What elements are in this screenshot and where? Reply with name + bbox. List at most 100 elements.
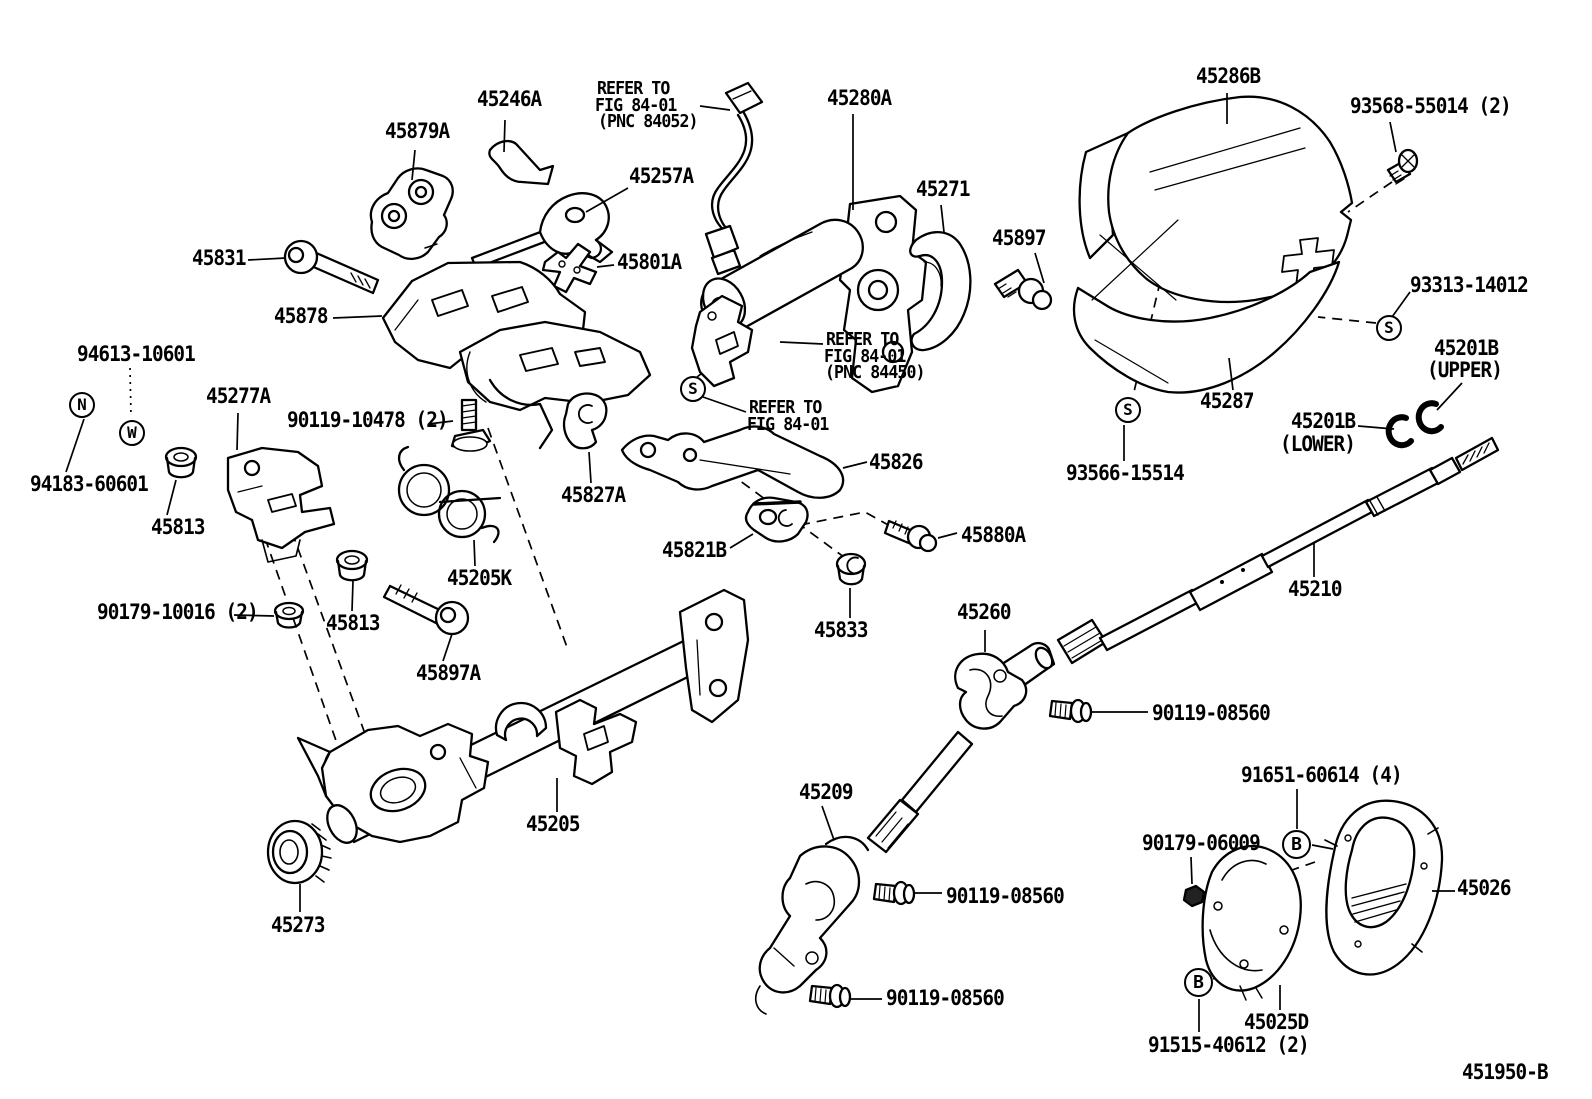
part-label-90119-08560-2: 90119-08560 (946, 884, 1065, 908)
leader-45821B (729, 533, 754, 549)
dash-bolt-to-tube (487, 427, 569, 651)
part-90119-08560-bolt-3 (808, 983, 852, 1009)
part-label-45879A: 45879A (385, 119, 450, 143)
part-45821B-clamp (744, 496, 809, 543)
drawing-code: 451950-B (1462, 1060, 1549, 1084)
leader-90179-06009 (1190, 856, 1193, 885)
leader-45826 (842, 461, 868, 469)
dash-s2-to-cover (1317, 316, 1377, 324)
note-refer-fig-84-01-line2: FIG 84-01 (747, 414, 829, 435)
leader-45257A (585, 187, 629, 213)
part-label-45286B: 45286B (1196, 64, 1261, 88)
part-45201B-snap-ring-upper (1415, 400, 1444, 435)
part-label-45813-lower: 45813 (326, 611, 380, 635)
part-label-91651-60614: 91651-60614 (4) (1241, 763, 1403, 787)
part-45826-tilt-lever (620, 425, 845, 499)
circled-letter-B-icon: B (1282, 830, 1311, 859)
part-label-45209: 45209 (799, 780, 853, 804)
part-label-91515-40612: 91515-40612 (2) (1148, 1033, 1310, 1057)
part-label-45280A: 45280A (827, 86, 892, 110)
part-label-90119-08560-1: 90119-08560 (1152, 701, 1271, 725)
part-45201B-snap-ring-lower (1385, 414, 1414, 449)
leader-45201B-upper (1436, 382, 1463, 411)
leader-45813a (166, 479, 177, 516)
part-45025D-hole-cover (1201, 845, 1302, 1001)
circled-letter-S-icon: S (1376, 315, 1402, 341)
part-label-90179-06009: 90179-06009 (1142, 831, 1261, 855)
part-label-45831: 45831 (192, 246, 246, 270)
part-label-45827A: 45827A (561, 483, 626, 507)
part-label-45271: 45271 (916, 177, 970, 201)
part-label-93566-15514: 93566-15514 (1066, 461, 1185, 485)
part-93568-screw (1386, 148, 1419, 185)
leader-45287 (1228, 357, 1234, 391)
leader-45831 (247, 257, 287, 261)
dot-94613-to-w (129, 367, 132, 417)
note-refer-fig-84-01-pnc-84450-line3: (PNC 84450) (825, 362, 925, 383)
part-45878-bracket-lower (458, 320, 652, 450)
part-label-45260: 45260 (957, 600, 1011, 624)
part-label-45826: 45826 (869, 450, 923, 474)
part-label-90179-10016: 90179-10016 (2) (97, 600, 259, 624)
part-label-93313-14012: 93313-14012 (1410, 273, 1529, 297)
dotted-lines (129, 367, 132, 417)
leader-45246A (503, 119, 506, 153)
part-45801A-pawl (541, 242, 598, 294)
part-90179-06009-nut (1182, 884, 1206, 908)
part-45879A-retainer (369, 167, 454, 260)
part-label-45201B-upper-qualifier: (UPPER) (1427, 358, 1503, 382)
leader-45897 (1034, 252, 1045, 284)
leader-45209 (821, 805, 835, 841)
dash-clamp-to-screw (799, 511, 891, 527)
note-refer-fig-84-01-pnc-84450-line1: REFER TO (826, 329, 899, 350)
part-refer-84450-bracket (690, 294, 754, 388)
leader-45205K (473, 539, 476, 567)
leader-94183 (65, 418, 85, 473)
leader-93568 (1389, 121, 1397, 153)
part-label-45201B-upper: 45201B (1434, 336, 1499, 360)
part-label-45833: 45833 (814, 618, 868, 642)
parts (164, 81, 1500, 1015)
leader-93313 (1391, 291, 1411, 318)
part-45209-universal-joint (754, 835, 870, 1015)
leader-45897A (442, 633, 453, 662)
part-45277A-support-bracket (226, 446, 336, 563)
part-label-45257A: 45257A (629, 164, 694, 188)
part-label-45201B-lower-qualifier: (LOWER) (1280, 432, 1356, 456)
part-label-45880A: 45880A (961, 523, 1026, 547)
part-label-94183-60601: 94183-60601 (30, 472, 149, 496)
leader-lines (65, 93, 1463, 1032)
part-label-45205: 45205 (526, 812, 580, 836)
part-90119-08560-bolt-1 (1048, 698, 1093, 724)
circled-letter-W-icon: W (119, 420, 145, 446)
leader-refer2 (779, 341, 824, 345)
part-45246A-clip (488, 139, 555, 186)
part-45287-column-lower-cover (1072, 219, 1341, 394)
leader-90119-10478 (427, 420, 454, 425)
dash-bracket-to-tube-2 (291, 531, 369, 743)
part-90119-08560-bolt-2 (872, 880, 916, 906)
part-label-45277A: 45277A (206, 384, 271, 408)
note-refer-fig-84-01-pnc-84052-line1: REFER TO (597, 78, 670, 99)
part-label-45025D: 45025D (1244, 1010, 1309, 1034)
part-45813-grommet-upper (164, 446, 198, 479)
part-45271-clamp (909, 231, 972, 352)
part-45833-nut (835, 552, 867, 586)
leader-45878 (332, 315, 383, 319)
part-45897A-bolt (382, 584, 470, 636)
part-45205-column-tube (296, 588, 750, 844)
note-refer-fig-84-01-line1: REFER TO (749, 397, 822, 418)
part-label-45801A: 45801A (617, 250, 682, 274)
note-refer-fig-84-01-pnc-84052-line2: FIG 84-01 (595, 95, 677, 116)
part-45897-bolt (993, 268, 1053, 311)
part-90119-10478-bolt (450, 398, 492, 452)
part-45210-main-shaft (1056, 436, 1500, 665)
part-label-45205K: 45205K (447, 566, 512, 590)
leader-45277A (236, 412, 239, 451)
dash-93568-to-cover (1347, 181, 1393, 213)
part-label-45897: 45897 (992, 226, 1046, 250)
part-label-94613-10601: 94613-10601 (77, 342, 196, 366)
part-label-45273: 45273 (271, 913, 325, 937)
part-45827A-stopper (562, 392, 608, 450)
